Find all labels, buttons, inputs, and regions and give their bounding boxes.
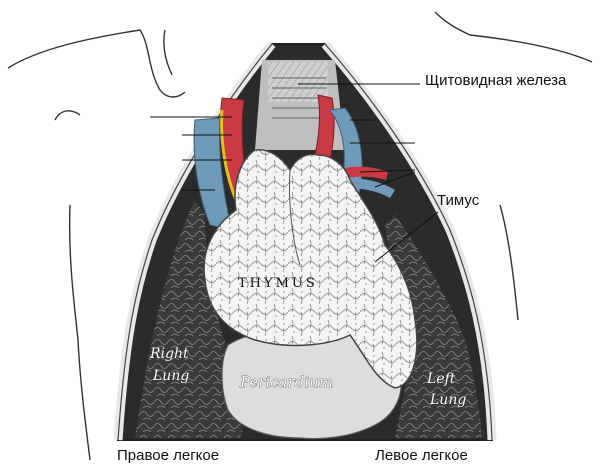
thymus-gland (203, 149, 418, 389)
thyroid-label: Щитовидная железа (425, 72, 567, 89)
leader-lines (150, 83, 439, 263)
left-lung (385, 215, 482, 438)
plate-right-lung-text-1: Right (149, 346, 189, 362)
plate-left-lung-text-2: Lung (429, 392, 466, 408)
right-lung-label: Правое легкое (117, 447, 220, 464)
left-lung-label: Левое легкое (375, 447, 468, 464)
plate-right-lung-text-2: Lung (152, 368, 189, 384)
plate-thymus-text: THYMUS (238, 276, 318, 291)
small-vein (348, 178, 395, 198)
great-vessels (193, 94, 395, 231)
body-outline (7, 11, 593, 461)
plate-left-lung-text-1: Left (426, 371, 456, 387)
right-lung (135, 200, 246, 438)
small-artery (345, 166, 388, 180)
thymus-label: Тимус (437, 192, 480, 209)
plate-pericardium-text: Pericardium (239, 373, 333, 391)
